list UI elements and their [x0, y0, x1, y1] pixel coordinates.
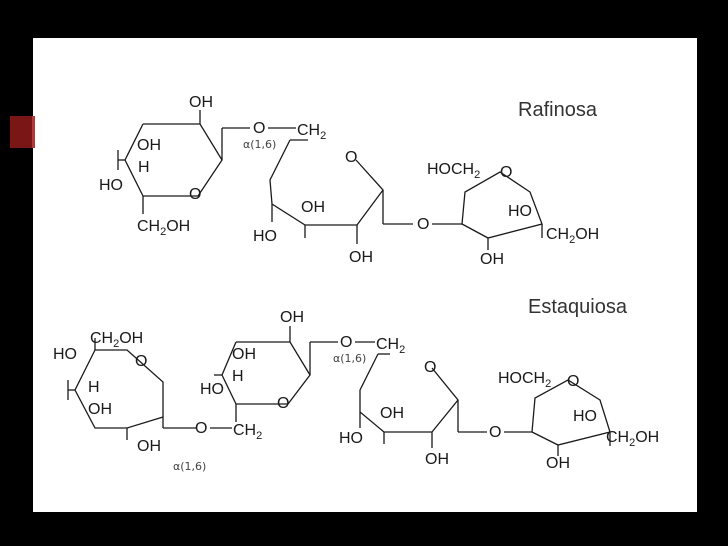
- rafinosa-fru-ch2oh: CH2OH: [546, 226, 599, 246]
- rafinosa-glc-ch2: CH2: [297, 122, 326, 142]
- estaquiosa-gal2-ring-o: O: [277, 395, 289, 412]
- estaquiosa-gal2-ch2: CH2: [233, 422, 262, 442]
- estaquiosa-fru-hoch2: HOCH2: [498, 370, 551, 390]
- rafinosa-structure: Rafinosa OH OH H HO O CH2OH O α(1,6) CH2: [99, 94, 599, 268]
- rafinosa-glycosidic-o: O: [417, 216, 429, 233]
- bond: [269, 139, 384, 226]
- estaquiosa-fru-ch2oh: CH2OH: [606, 429, 659, 449]
- slide-canvas: [33, 38, 697, 512]
- rafinosa-linkage-label: α(1,6): [243, 138, 276, 151]
- estaquiosa-gal1-ho: HO: [53, 346, 77, 363]
- estaquiosa-gal2-oh-top: OH: [280, 309, 304, 326]
- estaquiosa-gal1-ring-o: O: [135, 353, 147, 370]
- estaquiosa-gal2-ho: HO: [200, 381, 224, 398]
- rafinosa-glc-oh-inner: OH: [301, 199, 325, 216]
- estaquiosa-fru-ring-o: O: [567, 373, 579, 390]
- estaquiosa-gal2-h: H: [232, 368, 244, 385]
- estaquiosa-linkage-1-label: α(1,6): [173, 460, 206, 473]
- estaquiosa-glucose-ring: [359, 353, 487, 448]
- estaquiosa-glycosidic-o: O: [489, 424, 501, 441]
- estaquiosa-fru-ho: HO: [573, 408, 597, 425]
- rafinosa-glucose-ring: [269, 139, 413, 244]
- estaquiosa-glc-ring-o: O: [424, 359, 436, 376]
- rafinosa-galactose-ring: [117, 110, 250, 214]
- estaquiosa-structure: Estaquiosa CH2OH HO O H OH OH O α(1,6) C…: [53, 296, 659, 473]
- estaquiosa-galactose-1-ring: [67, 338, 196, 440]
- estaquiosa-fructose-ring: [531, 379, 611, 456]
- bond: [359, 353, 459, 433]
- estaquiosa-glc-ch2: CH2: [376, 336, 405, 356]
- estaquiosa-fru-oh-bottom: OH: [546, 455, 570, 472]
- estaquiosa-glc-oh-inner: OH: [380, 405, 404, 422]
- rafinosa-title: Rafinosa: [518, 99, 598, 121]
- rafinosa-glc-ring-o: O: [345, 149, 357, 166]
- estaquiosa-gal2-oh-upper: OH: [232, 346, 256, 363]
- rafinosa-gal-ho: HO: [99, 177, 123, 194]
- rafinosa-gal-ch2oh: CH2OH: [137, 218, 190, 238]
- estaquiosa-bridge-o-1: O: [195, 420, 207, 437]
- slide-accent-edge: [32, 116, 35, 148]
- estaquiosa-glc-ho: HO: [339, 430, 363, 447]
- rafinosa-gal-oh-upper: OH: [137, 137, 161, 154]
- rafinosa-fru-ho: HO: [508, 203, 532, 220]
- bond: [74, 349, 164, 429]
- rafinosa-bridge-o: O: [253, 120, 265, 137]
- estaquiosa-gal1-oh-bottom: OH: [137, 438, 161, 455]
- estaquiosa-galactose-2-ring: [214, 326, 338, 422]
- slide-accent-bar: [10, 116, 32, 148]
- rafinosa-fructose-ring: [461, 171, 543, 250]
- estaquiosa-bridge-o-2: O: [340, 334, 352, 351]
- estaquiosa-gal1-ch2oh: CH2OH: [90, 330, 143, 350]
- estaquiosa-gal1-h: H: [88, 379, 100, 396]
- estaquiosa-title: Estaquiosa: [528, 296, 628, 318]
- rafinosa-gal-oh-top: OH: [189, 94, 213, 111]
- rafinosa-glc-oh-bottom: OH: [349, 249, 373, 266]
- estaquiosa-glc-oh-bottom: OH: [425, 451, 449, 468]
- estaquiosa-linkage-2-label: α(1,6): [333, 352, 366, 365]
- estaquiosa-gal1-oh-inner: OH: [88, 401, 112, 418]
- rafinosa-fru-ring-o: O: [500, 164, 512, 181]
- rafinosa-gal-ring-o: O: [189, 186, 201, 203]
- rafinosa-glc-ho: HO: [253, 228, 277, 245]
- rafinosa-fru-oh-bottom: OH: [480, 251, 504, 268]
- rafinosa-fru-hoch2: HOCH2: [427, 161, 480, 181]
- rafinosa-gal-h: H: [138, 159, 150, 176]
